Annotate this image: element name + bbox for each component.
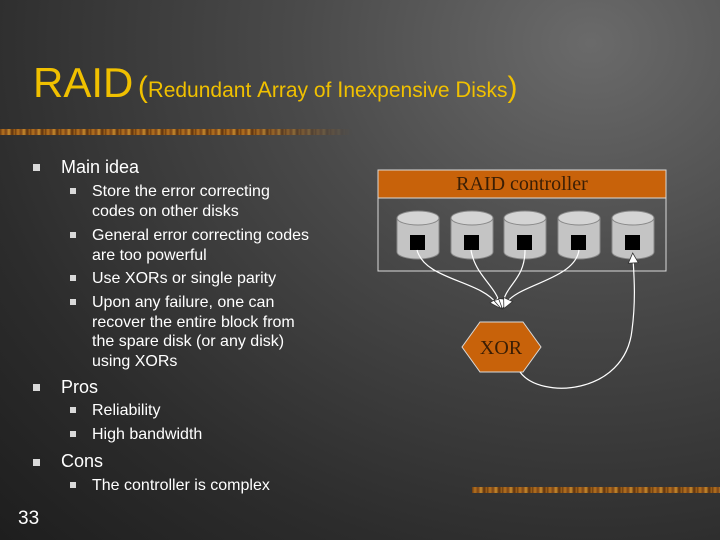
list-item: High bandwidth [92,426,203,443]
bullet-cons: Cons [61,451,104,471]
list-item-line: recover the entire block from [92,313,295,331]
title-letter: R [147,77,164,102]
arrow [416,249,501,309]
list-item-line: Upon any failure, one can [92,294,275,311]
list-item-line: are too powerful [92,246,207,264]
list-item: General error correcting codes are too p… [92,226,309,265]
title-word: nexpensive [343,79,456,102]
controller-header [377,169,667,199]
bullet-icon [33,459,40,466]
disk-icon [450,210,494,260]
disk-to-xor-arrows [416,249,580,310]
sub-bullet-icon [70,407,76,413]
list-item-line: General error correcting codes [92,227,309,244]
list-item: Reliability [92,402,161,419]
list-item-line: Use XORs or single parity [92,270,277,287]
slide-title: RAID (Redundant Array of Inexpensive Dis… [33,62,517,104]
sub-bullet-icon [70,275,76,281]
title-letter: I [337,77,344,102]
disk-group [396,210,655,260]
list-item-line: using XORs [92,352,178,370]
bullet-icon [33,164,40,171]
title-divider [0,129,352,135]
list-item-line: Store the error correcting [92,183,270,200]
footer-divider [472,487,720,493]
title-main: RAID [33,59,134,106]
sub-bullet-icon [70,188,76,194]
bullet-main-idea: Main idea [61,157,140,177]
list-item: Use XORs or single parity [92,269,276,289]
list-item-line: codes on other disks [92,202,239,220]
arrow [503,249,580,310]
list-item: Upon any failure, one can recover the en… [92,293,295,371]
controller-label: RAID controller [456,173,588,195]
xor-to-spare-arrow [519,252,639,389]
bullet-icon [33,384,40,391]
title-word: rray of [271,79,338,102]
disk-icon [557,210,601,260]
sub-bullet-icon [70,482,76,488]
page-number: 33 [18,508,40,529]
title-letter: A [257,77,272,102]
list-item: Store the error correcting codes on othe… [92,182,270,221]
sub-bullet-icon [70,299,76,305]
xor-label: XOR [480,337,523,359]
title-open-paren: ( [137,71,148,104]
xor-node [461,321,542,373]
title-letter: D [455,77,472,102]
disk-icon [396,210,440,260]
sub-bullet-icon [70,431,76,437]
sub-bullet-icon [70,232,76,238]
disk-icon [503,210,547,260]
title-close-paren: ) [507,71,518,104]
list-item-line: the spare disk (or any disk) [92,333,285,350]
list-item: The controller is complex [92,477,270,494]
bullet-pros: Pros [61,377,99,397]
disk-icon [611,210,655,260]
title-word: edundant [163,79,258,102]
title-word: isks [471,79,508,102]
